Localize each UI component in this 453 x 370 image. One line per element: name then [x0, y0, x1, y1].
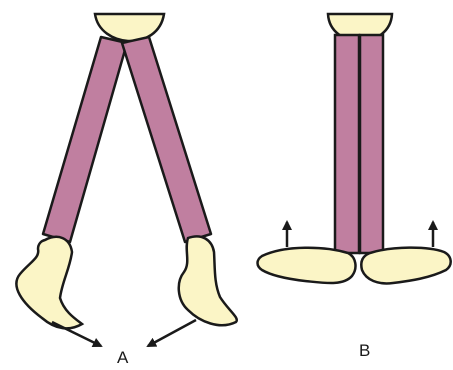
right-leg-b [360, 35, 383, 253]
panel-a [16, 14, 236, 346]
panel-label-b: B [359, 341, 370, 361]
left-leg-b [335, 35, 359, 253]
right-leg-a [122, 37, 211, 242]
right-foot-b [361, 248, 450, 284]
panel-label-a: A [117, 348, 128, 368]
left-foot-b [258, 248, 356, 283]
left-foot-a [16, 237, 82, 329]
left-leg-a [43, 37, 127, 242]
panel-b [258, 14, 451, 283]
right-foot-a [179, 236, 237, 325]
arrow-diagonal-icon [148, 320, 196, 346]
